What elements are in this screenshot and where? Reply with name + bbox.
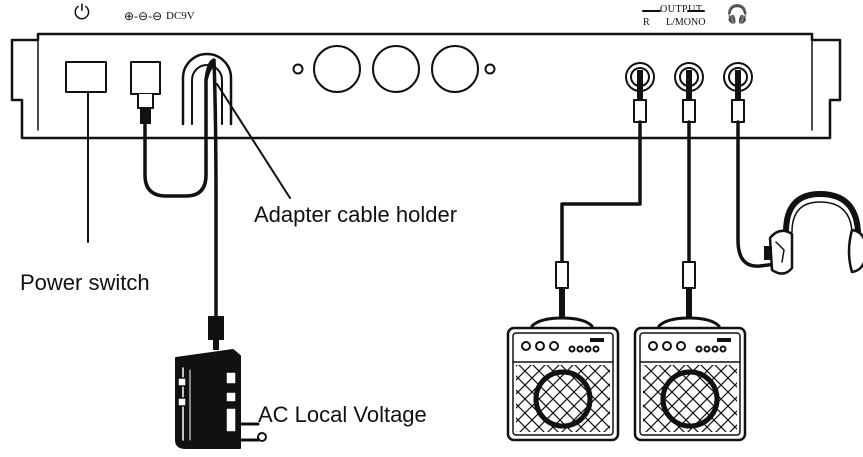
headphone-symbol-mark: 🎧 [726,4,749,25]
callout-ac-local-voltage: AC Local Voltage [258,402,427,427]
headphones [764,191,863,275]
adapter-cable-holder [181,52,233,126]
amplifier-right [633,316,747,442]
output-r-label: R [643,17,650,28]
callout-adapter-cable-holder: Adapter cable holder [254,202,458,227]
dc-in-jack [130,61,161,124]
dc-polarity-mark: ⊕-⊖-⊖ [124,9,163,23]
dc-voltage-label: DC9V [166,10,195,22]
cable-headphone [731,70,778,268]
amplifier-left [506,316,620,442]
dc-cable [143,58,218,320]
cable-output-r [555,70,647,318]
panel-knobs [292,45,496,93]
cable-output-l-mono [682,70,696,318]
holder-leader [216,83,291,199]
callout-power-switch: Power switch [20,270,150,295]
power-switch [65,61,107,93]
output-label: OUTPUT [660,4,703,15]
power-symbol-mark: ⏻ [74,2,90,24]
output-l-mono-label: L/MONO [666,17,706,28]
ac-adapter [175,316,267,449]
